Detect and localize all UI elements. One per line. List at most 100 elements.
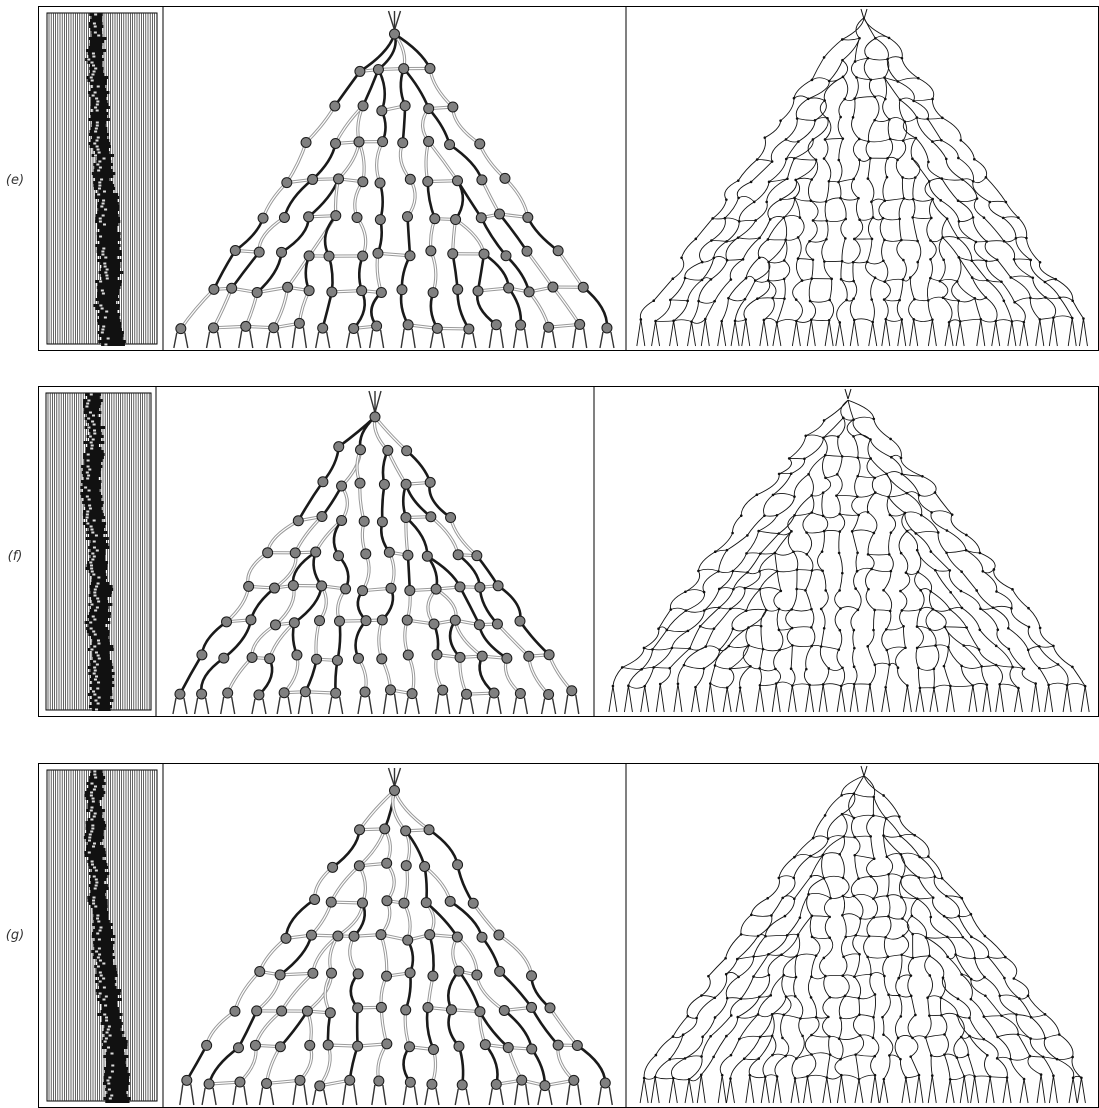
arrow-edge: [946, 159, 962, 180]
arrow-edge: [950, 609, 967, 627]
arrow-edge: [699, 279, 711, 301]
arrow-edge: [807, 533, 812, 555]
strip-cell: [94, 906, 97, 908]
network-node: [403, 320, 413, 330]
output-arrow: [1024, 322, 1028, 346]
network-node: [306, 930, 316, 940]
output-arrow: [886, 687, 890, 712]
network-node: [377, 517, 387, 527]
arrow-edge: [971, 914, 985, 936]
arrow-edge: [919, 495, 932, 512]
strip-cell: [89, 436, 92, 438]
arrow-link: [750, 1075, 765, 1078]
arrow-edge: [986, 298, 997, 322]
arrow-edge: [798, 237, 801, 258]
arrow-edge: [777, 497, 794, 516]
output-arrow: [180, 1084, 183, 1105]
arrow-edge: [781, 180, 797, 200]
strip-cell: [94, 107, 97, 109]
strip-cell: [104, 1005, 107, 1007]
arrow-edge: [839, 160, 842, 182]
arrow-link: [913, 933, 926, 937]
arrow-edge: [884, 1055, 890, 1079]
strip-band: [88, 142, 110, 145]
strip-band: [106, 1052, 125, 1055]
strip-band: [98, 983, 114, 986]
output-arrow: [1012, 321, 1016, 346]
strip-cell: [99, 993, 102, 995]
arrow-edge: [855, 855, 859, 878]
output-arrow: [600, 332, 603, 348]
network-edge: [428, 181, 435, 218]
network-node: [423, 176, 433, 186]
arrow-edge: [854, 667, 857, 684]
arrow-link: [919, 493, 935, 497]
arrow-edge: [810, 839, 828, 856]
strip-band: [94, 166, 111, 169]
arrow-link: [926, 1034, 945, 1037]
network-node: [523, 212, 533, 222]
strip-band: [92, 642, 110, 645]
network-node: [405, 251, 415, 261]
network-node: [429, 619, 439, 629]
strip-band: [100, 995, 118, 998]
network-node: [423, 1002, 433, 1012]
strip-cell: [88, 469, 91, 471]
strip-band: [98, 313, 121, 316]
output-arrow: [244, 1086, 247, 1105]
arrow-edge: [973, 217, 987, 241]
arrow-edge: [859, 998, 860, 1014]
arrow-edge: [655, 1059, 670, 1077]
output-arrow: [685, 1079, 689, 1103]
network-edge: [232, 252, 260, 288]
strip-cell: [107, 1029, 110, 1031]
arrow-link: [800, 1017, 816, 1018]
arrow-edge: [645, 667, 654, 686]
strip-band: [88, 52, 104, 55]
output-arrow: [1081, 686, 1085, 712]
strip-cell: [93, 547, 96, 549]
arrow-edge: [884, 300, 888, 320]
output-arrow: [903, 686, 907, 712]
arrow-edge: [1040, 628, 1053, 646]
arrow-link: [871, 199, 884, 202]
strip-cell: [93, 646, 96, 648]
network-node: [305, 1040, 315, 1050]
strip-cell: [93, 430, 96, 432]
network-node: [377, 654, 387, 664]
network-node: [356, 445, 366, 455]
arrow-edge: [838, 437, 842, 457]
network-node: [288, 580, 298, 590]
network-node: [527, 971, 537, 981]
arrow-link: [1019, 996, 1028, 999]
strip-band: [101, 1004, 117, 1007]
strip-band: [95, 196, 119, 199]
output-arrow: [316, 332, 319, 348]
arrow-edge: [917, 550, 921, 572]
arrow-link: [859, 994, 875, 998]
arrow-edge: [853, 935, 860, 954]
strip-cell: [94, 595, 97, 597]
arrow-link: [888, 57, 902, 59]
arrow-edge: [884, 282, 890, 300]
network-node: [279, 688, 289, 698]
arrow-edge: [745, 281, 755, 300]
output-arrow: [990, 1077, 994, 1103]
strip-band: [100, 241, 118, 244]
output-arrow: [823, 684, 827, 712]
arrow-link: [773, 298, 785, 299]
strip-cell: [93, 816, 96, 818]
network-edge: [274, 287, 288, 328]
arrow-link: [1039, 664, 1058, 668]
output-arrow: [239, 330, 242, 348]
arrow-link: [772, 1054, 785, 1056]
arrow-link: [903, 177, 916, 178]
arrow-edge: [887, 474, 907, 493]
strip-band: [91, 606, 109, 609]
arrow-edge: [851, 61, 856, 77]
arrow-edge: [869, 80, 874, 97]
arrow-link: [825, 474, 837, 477]
arrow-edge: [855, 77, 859, 98]
arrow-edge: [851, 610, 858, 630]
strip-cell: [93, 433, 96, 435]
